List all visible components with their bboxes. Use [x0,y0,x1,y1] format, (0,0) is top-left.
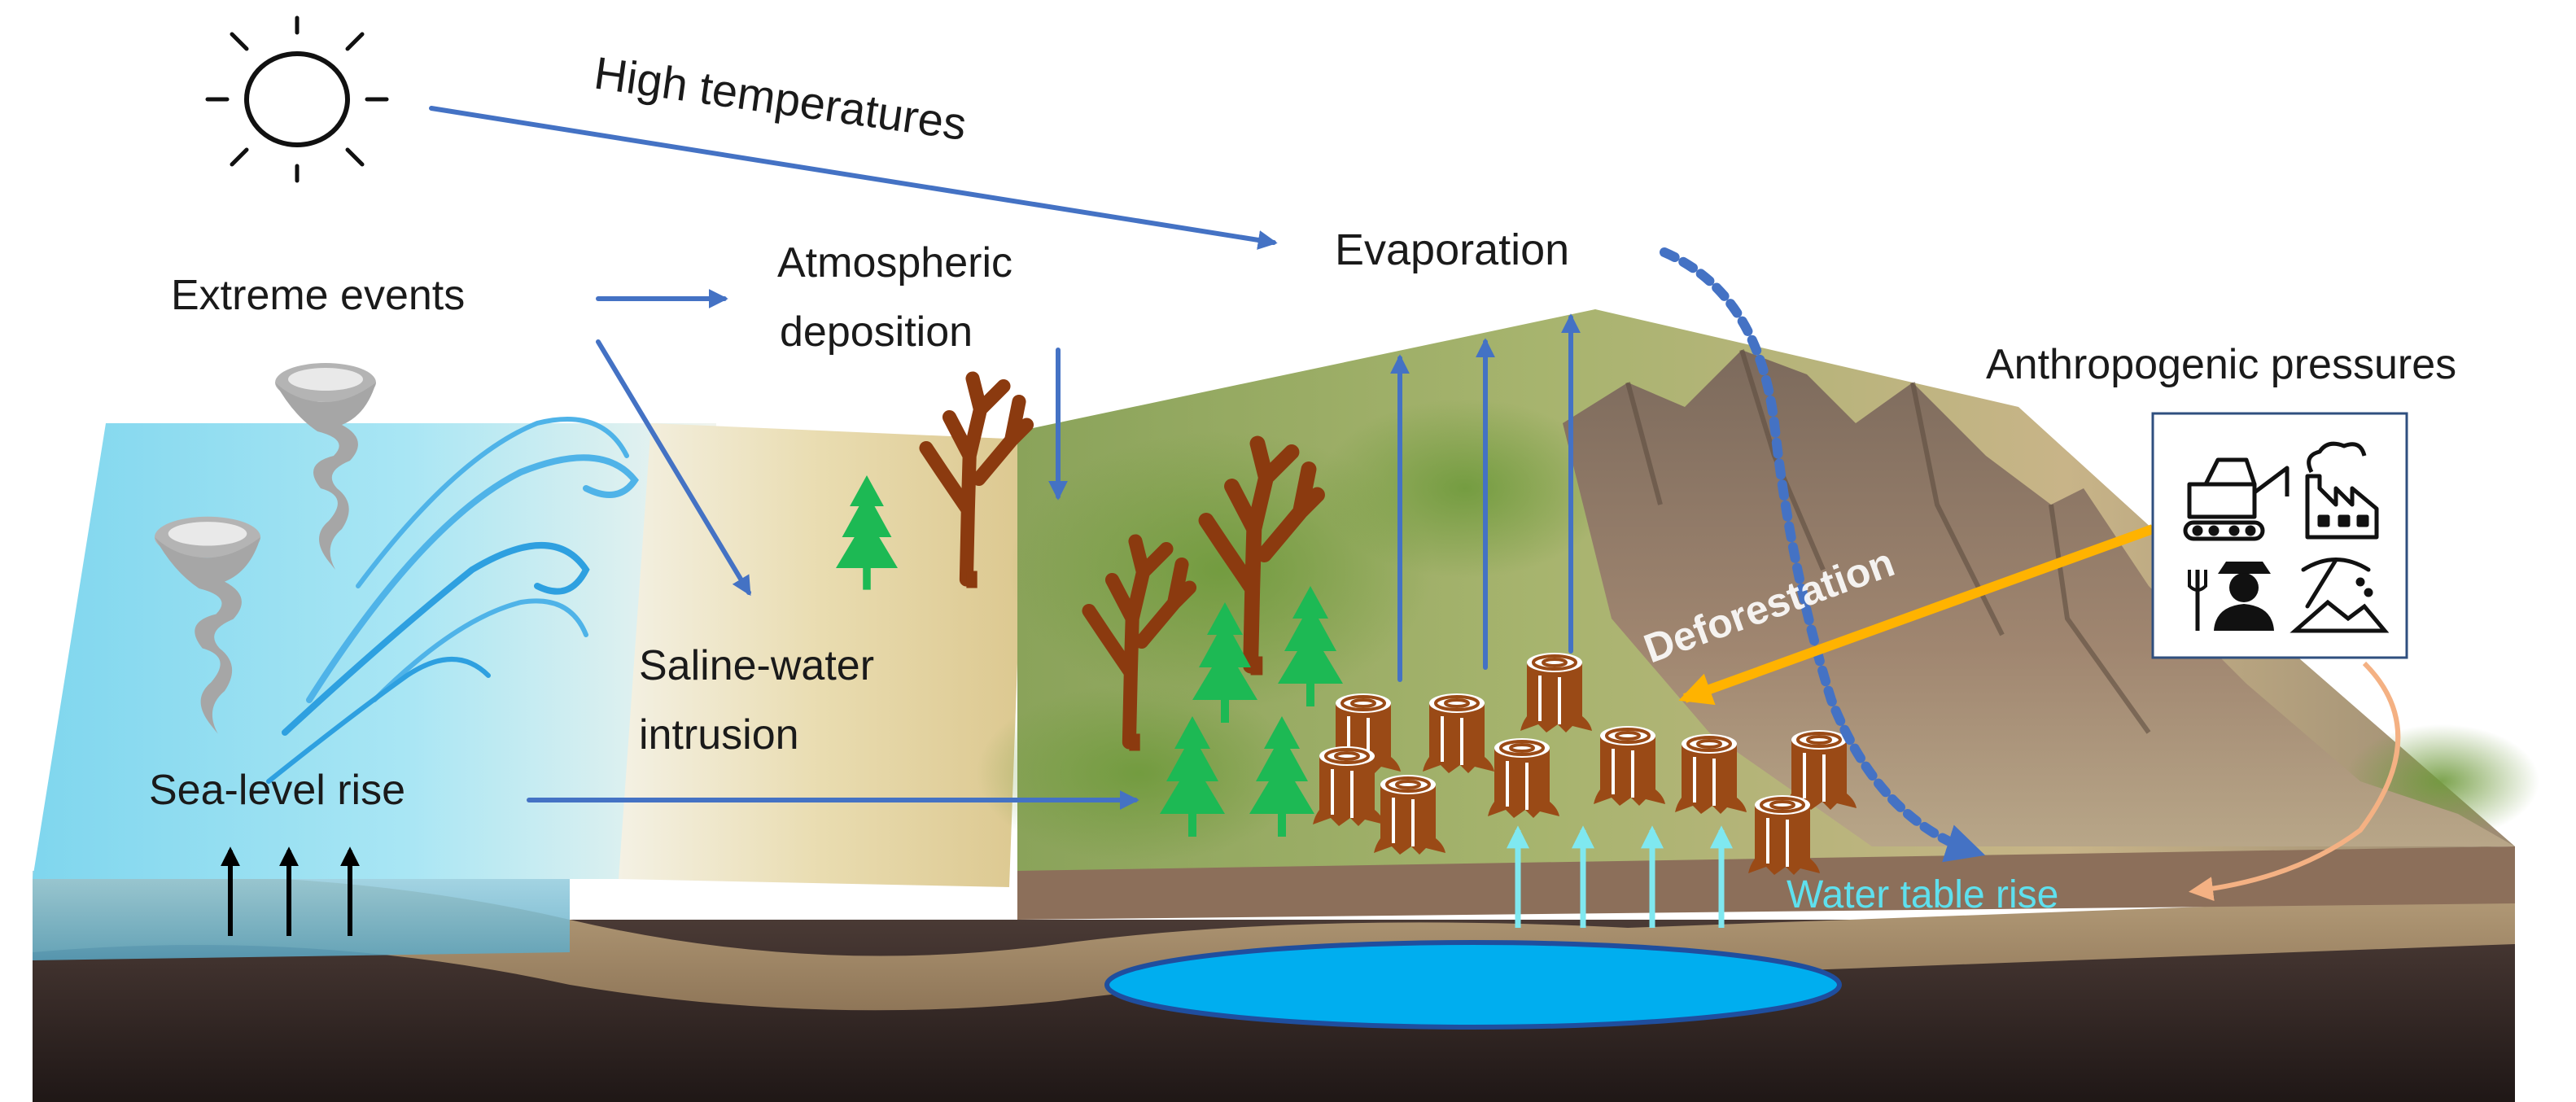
tree-stump-icon [1372,773,1447,856]
tree-stump-icon [1311,745,1386,828]
water-table-arrows [1507,825,1733,928]
label-extreme-events: Extreme events [171,272,465,319]
label-high-temperatures: High temperatures [591,46,969,150]
tree-stump-icon [1486,737,1561,820]
factory-icon [2305,441,2379,540]
sea-level-arrows [221,846,360,936]
wave-icon [266,417,639,784]
beach-surface [619,423,1026,887]
label-saline-water-intrusion-1: Saline-water [639,642,874,689]
process-arrows [429,106,1986,863]
arrow-dotted-evaporation-loop [1660,247,1986,863]
tree-stump-icon [1747,794,1822,877]
label-atmospheric-deposition-1: Atmospheric [777,239,1012,286]
sun-icon [205,15,389,183]
deforestation-arrow [1678,524,2155,706]
label-water-table-rise: Water table rise [1787,873,2058,916]
vegetation-patch [1319,399,1612,578]
anthropogenic-link-arrow [2189,661,2401,902]
label-evaporation: Evaporation [1335,225,1569,274]
farmer-icon [2188,562,2274,631]
anthropogenic-icons-box [2151,412,2408,659]
pickaxe-mining-icon [2290,558,2390,633]
tree-stump-icon [1592,724,1667,807]
arrow-extreme-to-saline [596,339,751,597]
label-saline-water-intrusion-2: intrusion [639,711,799,759]
mountain-range [1563,350,2515,846]
excavator-icon [2183,457,2290,541]
tree-stump-icon [1673,732,1748,816]
sediment-layer [33,875,2515,1011]
label-anthropogenic-pressures: Anthropogenic pressures [1986,341,2456,388]
label-sea-level-rise: Sea-level rise [149,767,405,814]
sea-side-face [33,863,570,960]
vegetation-patch [977,684,1302,863]
aquifer [1104,940,1842,1030]
terrain-block [33,309,2539,1102]
tree-stump-icon [1421,692,1496,775]
label-atmospheric-deposition-2: deposition [780,308,973,356]
arrow-sun-to-evaporation [429,106,1278,250]
tree-stump-icon [1519,651,1594,734]
